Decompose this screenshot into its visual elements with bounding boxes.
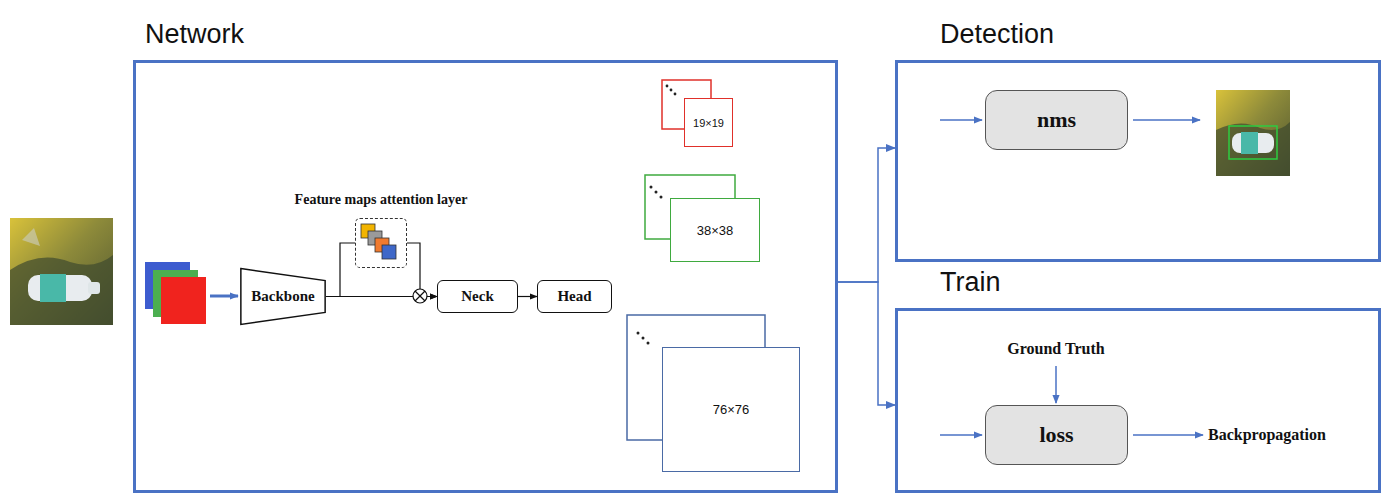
ellipsis-dots (637, 332, 650, 345)
size-label: 76×76 (713, 402, 750, 417)
size-label: 38×38 (697, 223, 734, 238)
process-box: Neck (437, 280, 518, 313)
flow-arrow (940, 119, 982, 121)
attention-box: Feature maps attention layer (355, 218, 407, 268)
operation-box: nms (985, 90, 1128, 150)
section-heading: Train (940, 267, 1001, 298)
box-label: Backbone (251, 288, 314, 305)
multiply-symbol (413, 289, 427, 303)
flow-arrow (1133, 434, 1203, 436)
connector (326, 243, 355, 297)
backbone-block: Backbone (240, 268, 326, 325)
output-photo (1216, 90, 1290, 176)
attention-squares (361, 224, 396, 259)
flow-arrow (1133, 119, 1200, 121)
section-panel: Trainloss (895, 308, 1381, 493)
box-label: nms (1037, 107, 1076, 133)
feature-map: 19×19 (684, 98, 733, 147)
flow-label: Ground Truth (1007, 340, 1104, 358)
process-box: Head (537, 280, 612, 313)
box-label: Neck (461, 288, 494, 305)
feature-map: 76×76 (662, 347, 800, 472)
flow-arrow (940, 434, 982, 436)
section-panel: Detectionnms (895, 60, 1381, 262)
box-label: Head (557, 288, 591, 305)
connector (407, 243, 437, 297)
section-heading: Network (145, 19, 244, 50)
channel-square (161, 277, 206, 324)
connector (838, 148, 895, 282)
ellipsis-dots (666, 85, 677, 96)
size-label: 19×19 (693, 117, 724, 129)
flow-label: Backpropagation (1208, 426, 1326, 444)
input-arrow (210, 295, 238, 298)
box-heading: Feature maps attention layer (295, 192, 468, 208)
section-panel: NetworkBackboneFeature maps attention la… (133, 60, 838, 493)
flow-arrow (1055, 366, 1057, 403)
operation-box: loss (985, 405, 1128, 465)
connector (838, 282, 895, 405)
box-label: loss (1039, 422, 1073, 448)
feature-map: 38×38 (670, 198, 760, 262)
connector (518, 296, 537, 297)
input-photo (10, 218, 113, 325)
section-heading: Detection (940, 19, 1054, 50)
ellipsis-dots (650, 186, 663, 199)
